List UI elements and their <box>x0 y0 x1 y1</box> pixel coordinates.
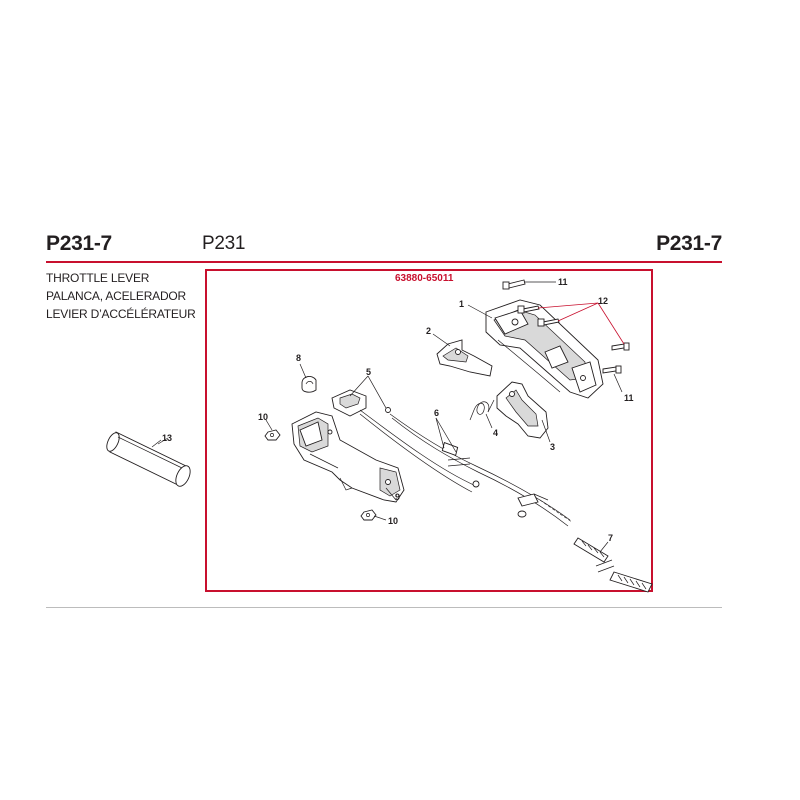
title-english: THROTTLE LEVER <box>46 271 150 285</box>
header-divider <box>46 261 722 263</box>
footer-divider <box>46 607 722 608</box>
kit-number: 63880-65011 <box>395 273 454 284</box>
part-1-upper-housing <box>485 299 604 399</box>
nuts-10 <box>264 429 377 521</box>
callout-9: 9 <box>395 492 400 502</box>
part-2-throttle-trigger <box>436 339 493 377</box>
title-french: LEVIER D’ACCÉLÉRATEUR <box>46 307 196 321</box>
callout-1: 1 <box>459 299 464 309</box>
part-7-shaft-spring <box>573 537 653 593</box>
page-code-left: P231-7 <box>46 232 112 255</box>
callout-8: 8 <box>296 353 301 363</box>
page-code-right: P231-7 <box>656 232 722 255</box>
callout-6: 6 <box>434 408 439 418</box>
callout-11-upper: 11 <box>558 277 568 287</box>
callout-13: 13 <box>162 433 172 443</box>
part-9-lower-housing <box>291 411 405 503</box>
callout-4: 4 <box>493 428 498 438</box>
leader-lines <box>157 281 625 553</box>
callout-numbers: 1 2 3 4 5 6 7 8 9 10 10 11 11 12 13 <box>162 277 634 543</box>
model-number: P231 <box>202 233 246 254</box>
callout-7: 7 <box>608 533 613 543</box>
part-3-lockout-lever <box>496 381 549 439</box>
part-6-throttle-cable <box>389 413 573 527</box>
callout-10-lower: 10 <box>388 516 398 526</box>
callout-10-upper: 10 <box>258 412 268 422</box>
kit-frame <box>205 269 653 592</box>
callout-2: 2 <box>426 326 431 336</box>
part-13-grip-tube <box>106 431 191 487</box>
part-8-clip <box>301 376 317 393</box>
part-4-spring <box>469 399 495 421</box>
callout-3: 3 <box>550 442 555 452</box>
screws-11-12 <box>502 279 630 374</box>
callout-11-lower: 11 <box>624 393 634 403</box>
title-spanish: PALANCA, ACELERADOR <box>46 289 187 303</box>
part-5-stop-switch <box>331 389 477 493</box>
callout-12: 12 <box>598 296 608 306</box>
callout-5: 5 <box>366 367 371 377</box>
